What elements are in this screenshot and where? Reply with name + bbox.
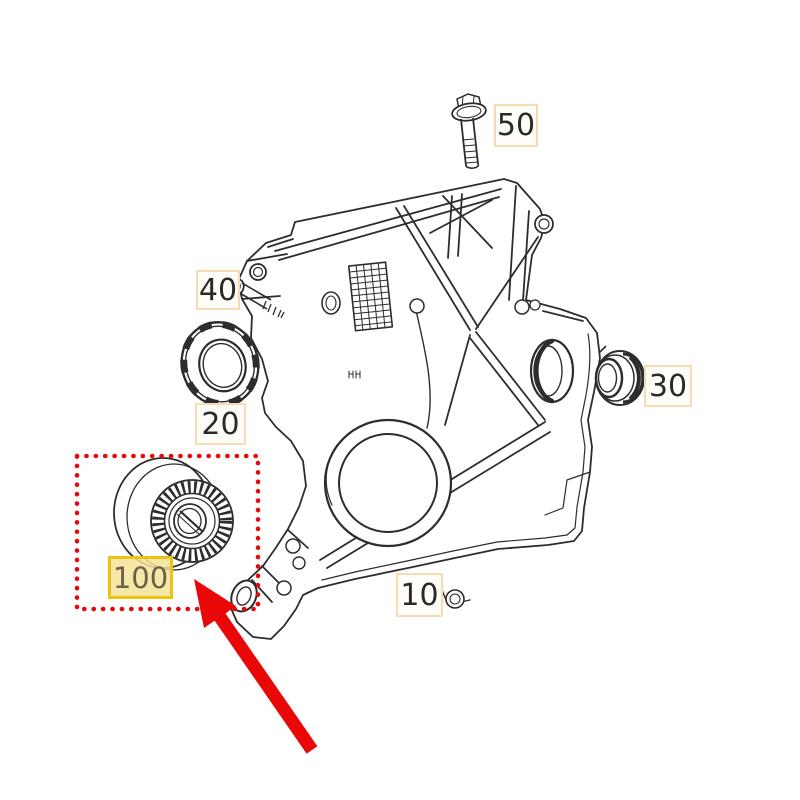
selection-arrow-icon <box>194 579 318 754</box>
callout-50[interactable]: 50 <box>494 104 538 147</box>
closing-cap-drawing <box>594 345 645 406</box>
flange-bolt-drawing <box>451 93 487 169</box>
tensioner-pulley-drawing <box>113 457 234 571</box>
seal-ring-drawing <box>180 320 260 408</box>
callout-40[interactable]: 40 <box>196 270 240 310</box>
selection-dotted-box <box>74 453 261 612</box>
callout-20[interactable]: 20 <box>195 403 246 445</box>
selection-overlay <box>74 453 318 754</box>
callout-30[interactable]: 30 <box>644 365 692 407</box>
callout-10[interactable]: 10 <box>396 573 443 617</box>
callout-100-highlighted[interactable]: 100 <box>108 556 173 599</box>
crankshaft-bore <box>323 418 453 548</box>
timing-cover-drawing <box>229 178 601 640</box>
